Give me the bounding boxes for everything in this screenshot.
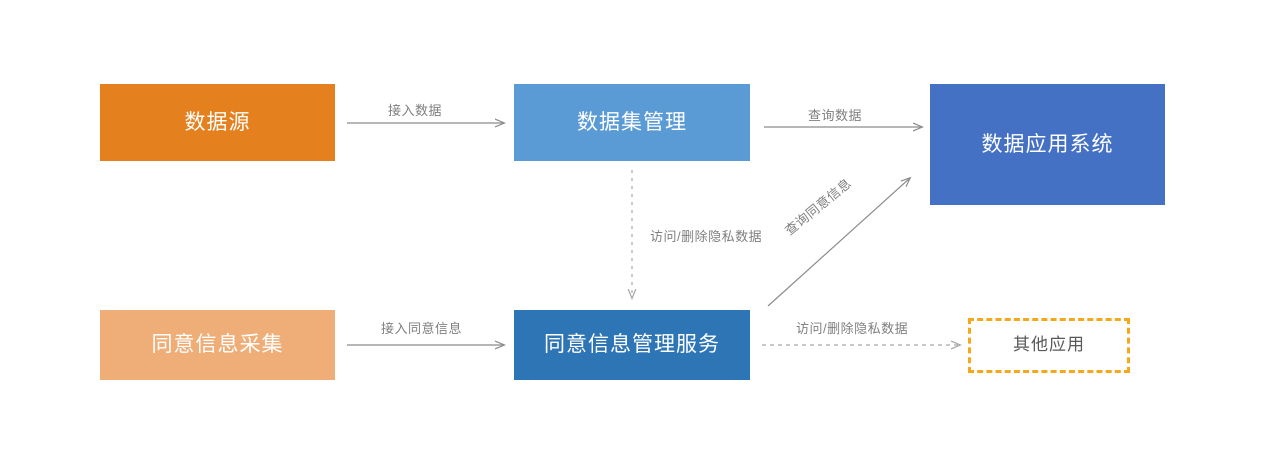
node-data-application-system-label: 数据应用系统: [981, 132, 1114, 156]
node-dataset-management[interactable]: 数据集管理: [514, 84, 750, 161]
node-data-application-system[interactable]: 数据应用系统: [930, 84, 1165, 205]
node-datasource[interactable]: 数据源: [100, 84, 335, 161]
edge-label-access-delete-privacy-horizontal: 访问/删除隐私数据: [796, 321, 909, 336]
node-consent-management-service-label: 同意信息管理服务: [544, 333, 720, 357]
node-consent-management-service[interactable]: 同意信息管理服务: [514, 310, 750, 380]
node-other-applications[interactable]: 其他应用: [968, 318, 1130, 373]
node-dataset-management-label: 数据集管理: [577, 110, 687, 134]
edge-label-query-consent: 查询同意信息: [781, 175, 855, 239]
node-consent-collection-label: 同意信息采集: [151, 333, 284, 357]
edge-label-ingest-consent: 接入同意信息: [381, 321, 463, 336]
node-other-applications-label: 其他应用: [1013, 335, 1085, 355]
edge-label-ingest-data: 接入数据: [388, 103, 443, 118]
edge-label-access-delete-privacy-vertical: 访问/删除隐私数据: [650, 229, 763, 244]
node-consent-collection[interactable]: 同意信息采集: [100, 310, 335, 380]
edge-label-query-data: 查询数据: [808, 108, 863, 123]
node-datasource-label: 数据源: [184, 110, 251, 134]
